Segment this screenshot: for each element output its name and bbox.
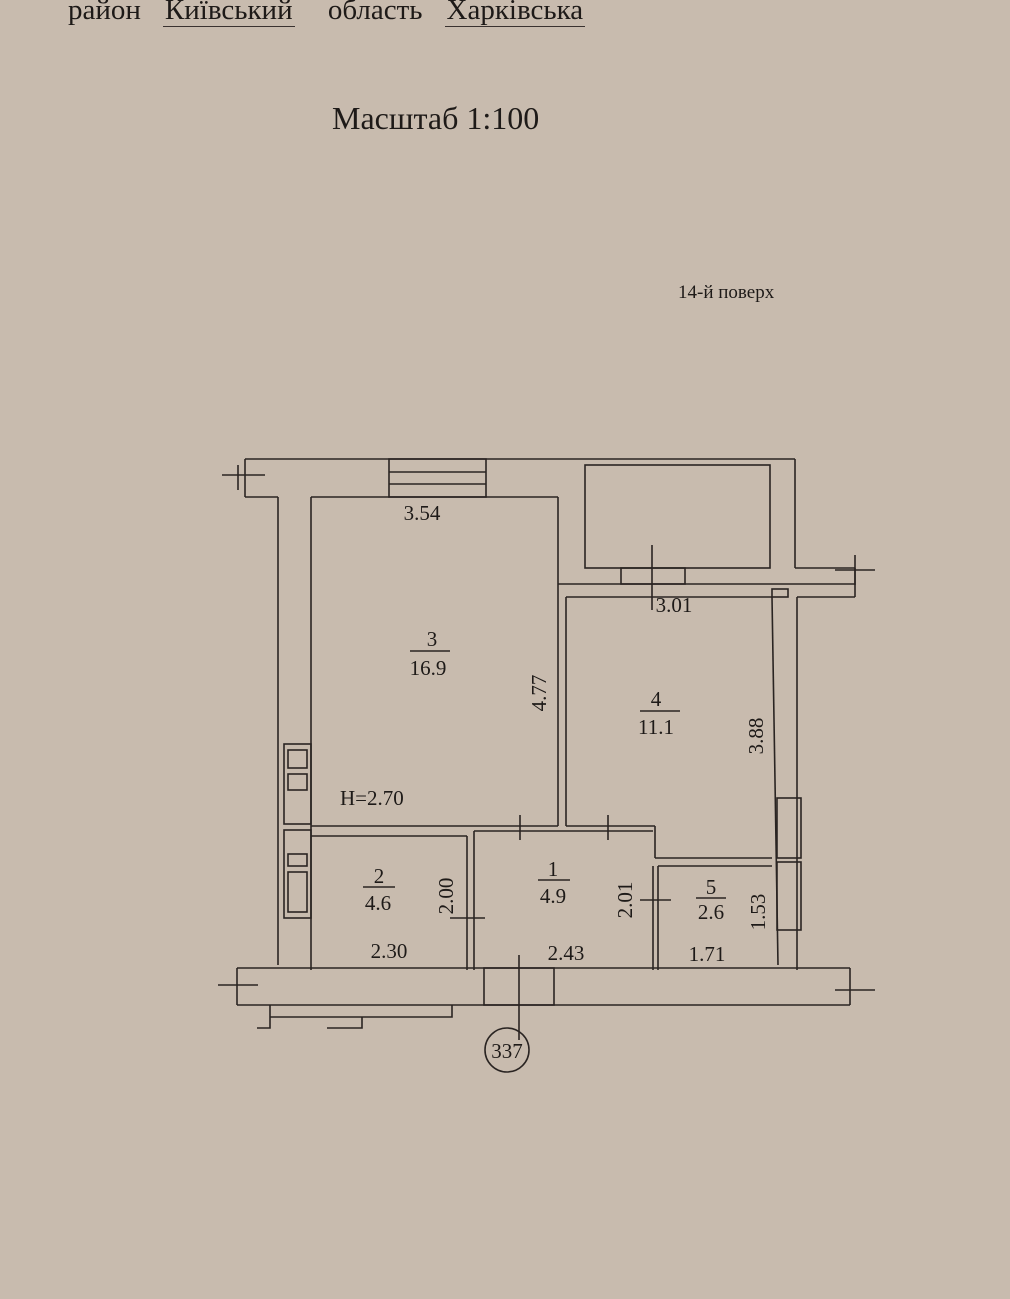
room-number: 2 bbox=[374, 864, 385, 888]
room-number: 3 bbox=[427, 627, 438, 651]
region-label: область bbox=[327, 0, 423, 26]
walls bbox=[218, 458, 875, 1040]
room-length: 2.01 bbox=[613, 882, 637, 919]
room-length: 3.88 bbox=[744, 718, 768, 755]
room-width: 3.54 bbox=[404, 501, 441, 525]
room-area: 16.9 bbox=[410, 656, 447, 680]
region-value: Харківська bbox=[444, 0, 586, 27]
room-2: 2 4.6 2.00 2.30 bbox=[363, 864, 458, 963]
district-value: Київський bbox=[162, 0, 295, 27]
room-4: 3.01 4 11.1 3.88 bbox=[638, 593, 768, 754]
room-1: 1 4.9 2.01 2.43 bbox=[538, 857, 637, 965]
district-label: район bbox=[68, 0, 141, 26]
room-width: 3.01 bbox=[656, 593, 693, 617]
room-3: 3.54 3 16.9 4.77 H=2.70 bbox=[340, 501, 551, 810]
room-number: 5 bbox=[706, 875, 717, 899]
room-area: 4.9 bbox=[540, 884, 566, 908]
room-number: 1 bbox=[548, 857, 559, 881]
room-length: 2.00 bbox=[434, 878, 458, 915]
building-number: 337 bbox=[491, 1039, 523, 1063]
floor-label: 14-й поверх bbox=[678, 282, 775, 303]
room-width: 1.71 bbox=[689, 942, 726, 966]
room-area: 11.1 bbox=[638, 715, 674, 739]
room-length: 1.53 bbox=[746, 894, 770, 931]
room-number: 4 bbox=[651, 687, 662, 711]
scale-label: Масштаб 1:100 bbox=[332, 100, 540, 136]
building-number-badge: 337 bbox=[484, 1027, 530, 1073]
room-area: 2.6 bbox=[698, 900, 724, 924]
room-length: 4.77 bbox=[527, 675, 551, 712]
room-width: 2.30 bbox=[371, 939, 408, 963]
ceiling-height: H=2.70 bbox=[340, 786, 404, 810]
room-width: 2.43 bbox=[548, 941, 585, 965]
room-5: 5 2.6 1.53 1.71 bbox=[689, 875, 770, 966]
address-line: район Київський область Харківська bbox=[68, 0, 607, 27]
room-area: 4.6 bbox=[365, 891, 391, 915]
